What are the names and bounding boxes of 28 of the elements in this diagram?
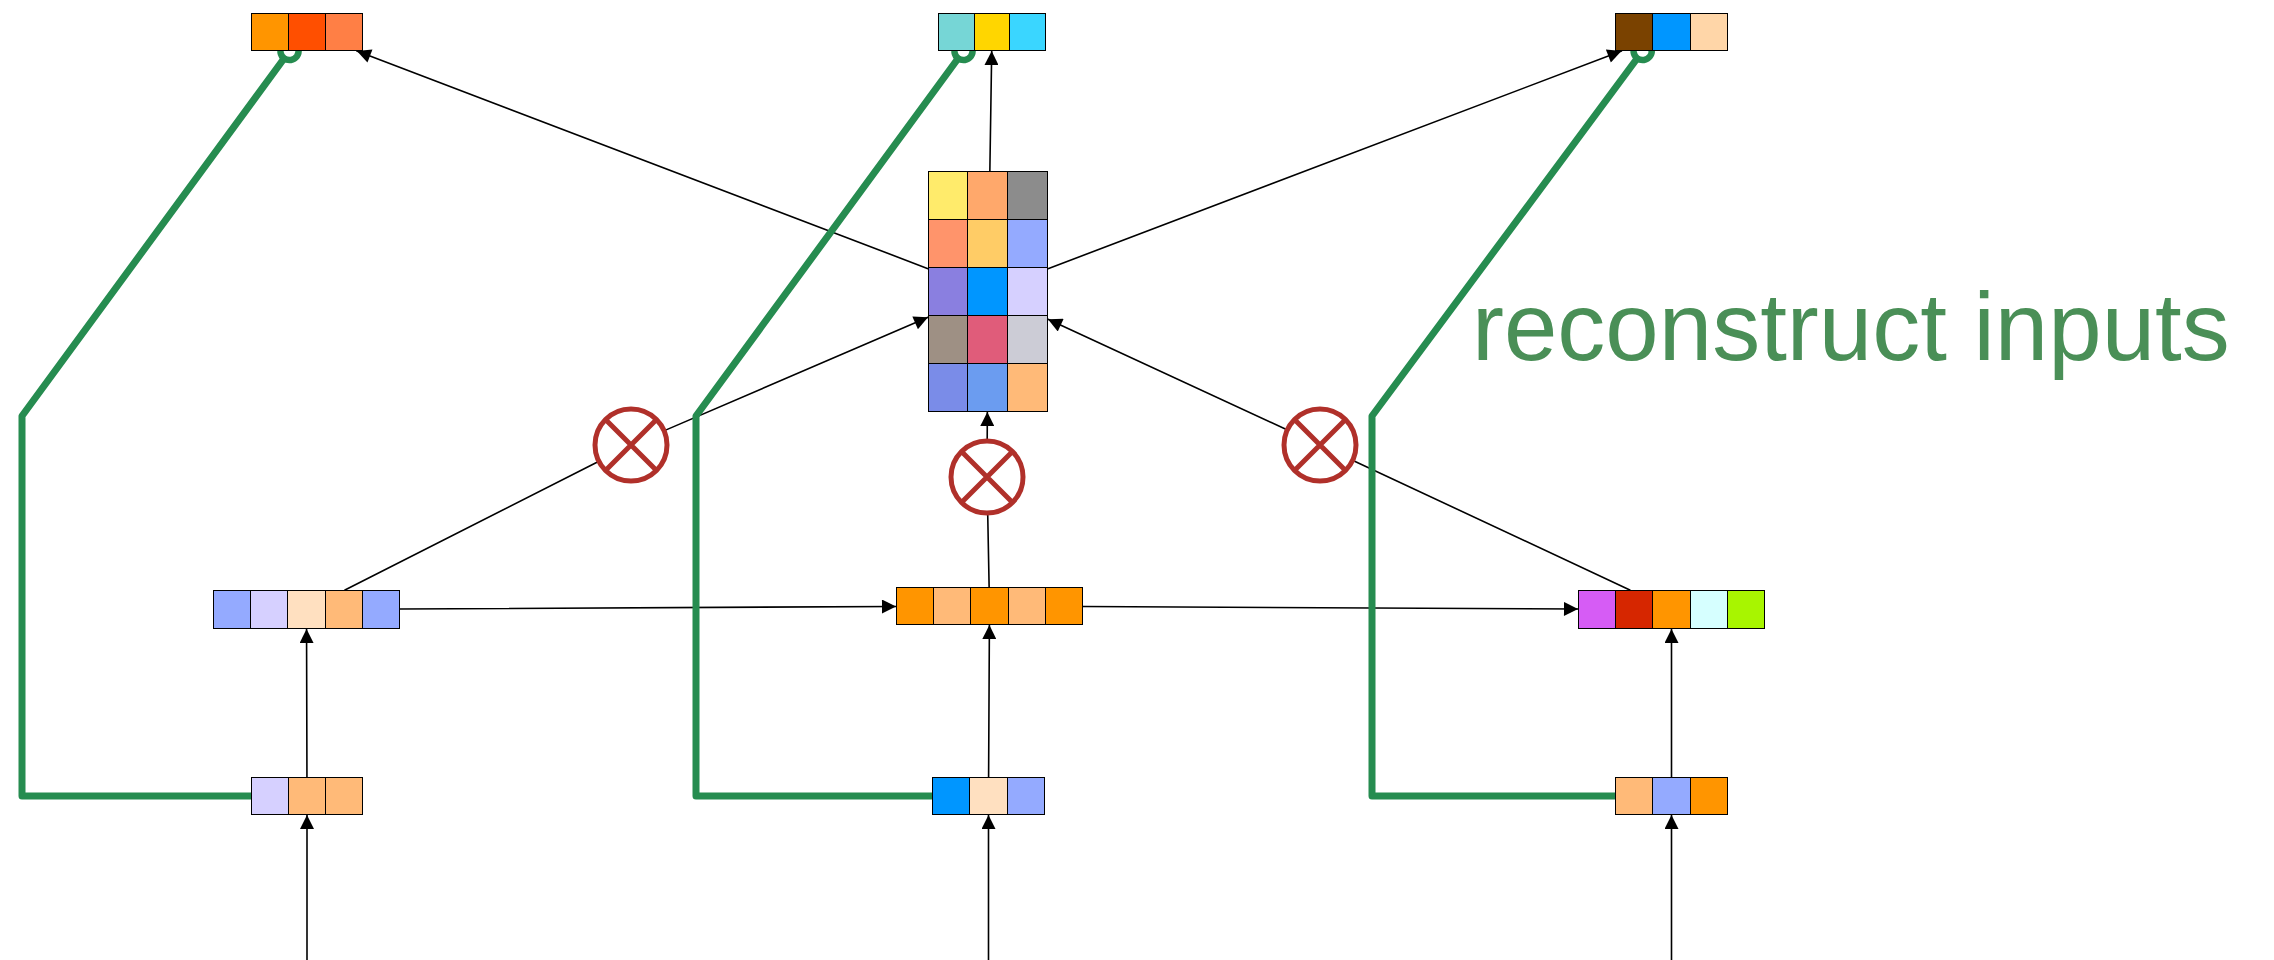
vector-bar: [251, 777, 363, 815]
arrow: [981, 814, 996, 960]
arrow: [982, 624, 997, 778]
arrow: [1047, 318, 1288, 431]
arrow: [984, 50, 999, 172]
arrow: [1664, 814, 1679, 960]
matrix-grid: [928, 171, 1048, 412]
vector-bar: [938, 13, 1046, 51]
multiply-symbol: [1280, 405, 1360, 485]
arrow: [300, 814, 314, 960]
arrow: [980, 411, 995, 441]
vector-bar: [896, 587, 1083, 625]
arrow: [1664, 628, 1679, 778]
annotation-text: reconstruct inputs: [1472, 272, 2230, 382]
arrow: [1047, 49, 1623, 270]
multiply-symbol: [947, 437, 1027, 517]
arrow: [664, 316, 929, 432]
multiply-symbol: [591, 405, 671, 485]
vector-bar: [1615, 13, 1728, 51]
vector-bar: [932, 777, 1045, 815]
arrow: [1082, 601, 1579, 616]
vector-bar: [213, 590, 400, 629]
arrow: [356, 49, 929, 270]
vector-bar: [1578, 590, 1765, 629]
arrow: [299, 628, 314, 778]
vector-bar: [251, 13, 363, 51]
arrow: [399, 599, 897, 614]
vector-bar: [1615, 777, 1728, 815]
